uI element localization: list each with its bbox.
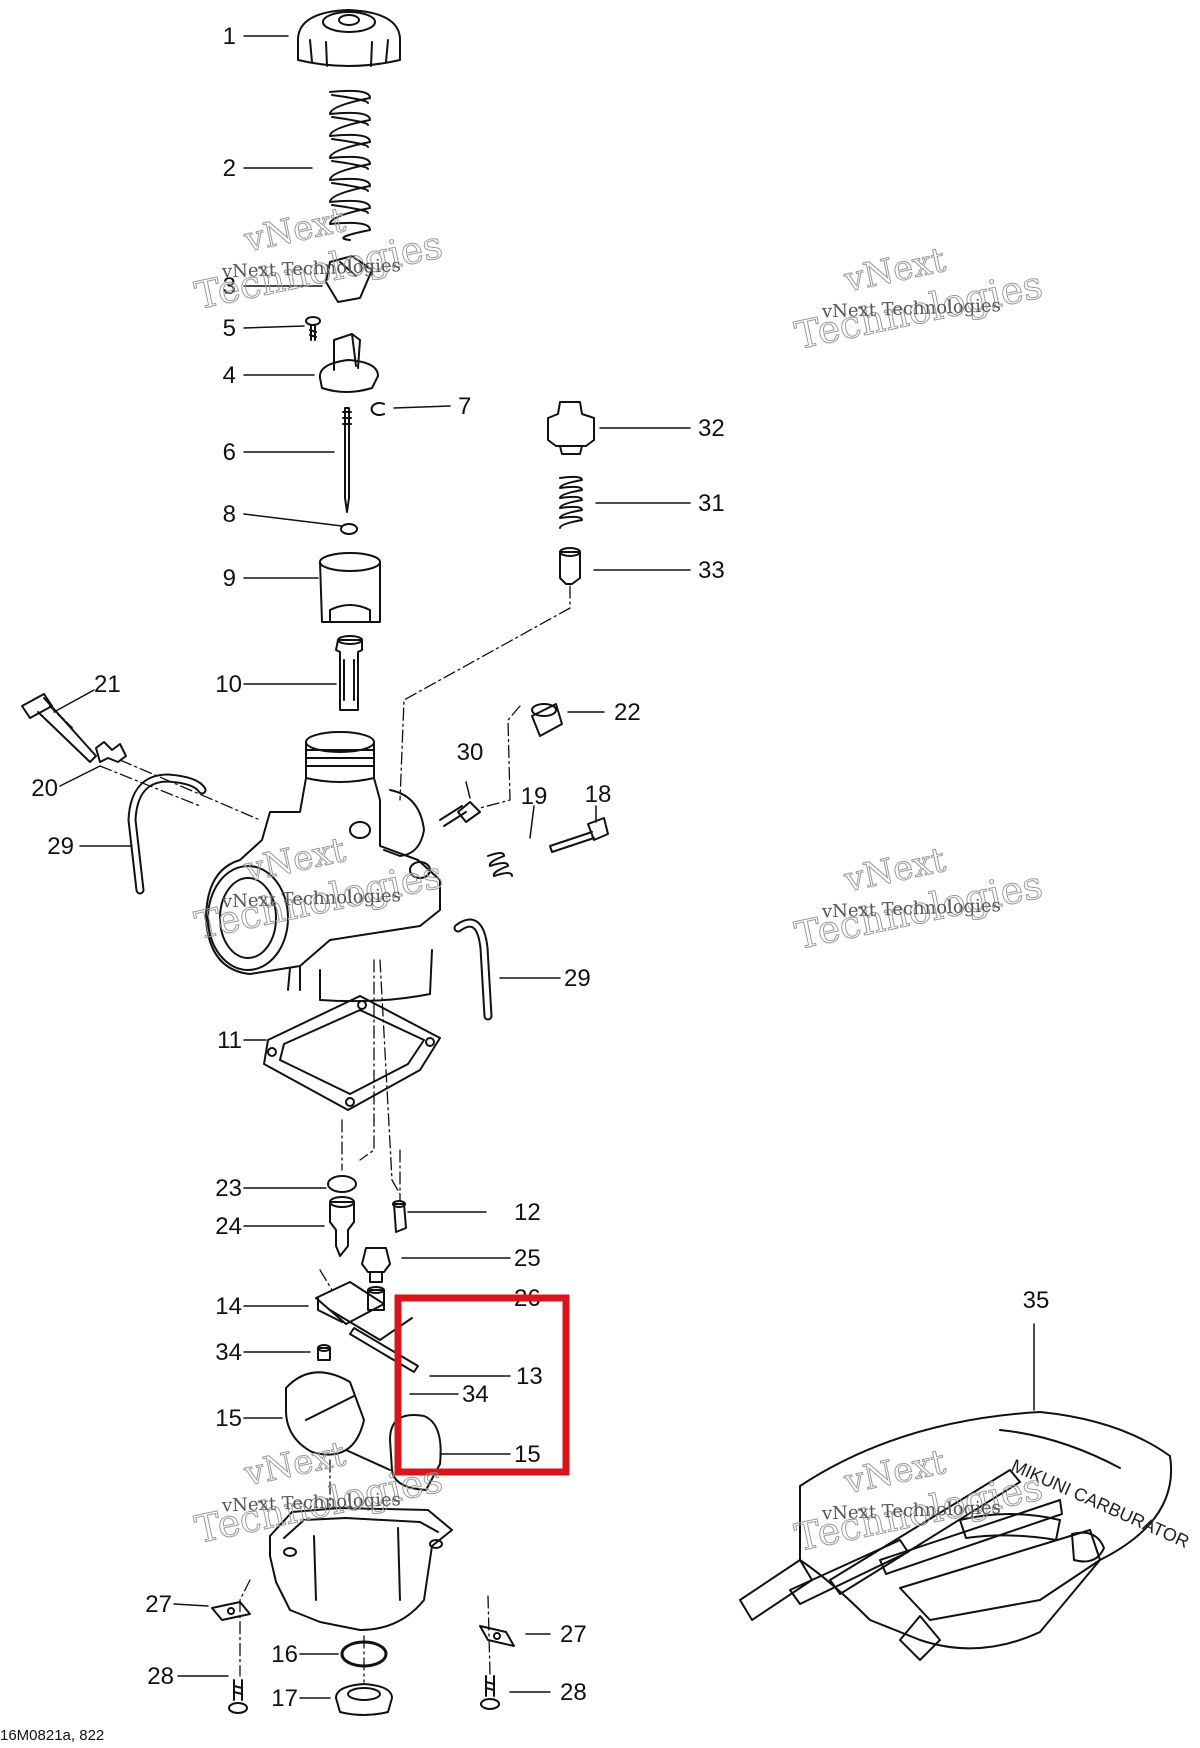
callout-22: 22 bbox=[614, 699, 641, 726]
part-jet-needle bbox=[342, 407, 352, 513]
watermark: vNext Technologies vNext Technologies bbox=[791, 240, 1047, 359]
callout-28-left: 28 bbox=[147, 1663, 174, 1690]
callout-35: 35 bbox=[1023, 1287, 1050, 1314]
part-needle-valve-seat bbox=[329, 1196, 355, 1257]
callout-28-right: 28 bbox=[560, 1679, 587, 1706]
part-cap bbox=[297, 9, 401, 67]
part-air-screw bbox=[21, 693, 97, 763]
part-idle-screw bbox=[439, 801, 481, 827]
callout-8: 8 bbox=[223, 501, 236, 528]
callout-4: 4 bbox=[223, 362, 236, 389]
callout-20: 20 bbox=[31, 775, 58, 802]
part-drain-plug bbox=[335, 1683, 393, 1716]
callout-29-right: 29 bbox=[564, 965, 591, 992]
watermarks: vNext Technologies vNext Technologies vN… bbox=[191, 200, 1047, 1561]
callout-2: 2 bbox=[223, 155, 236, 182]
leader-lines bbox=[53, 35, 1035, 1699]
callout-11: 11 bbox=[217, 1027, 242, 1054]
part-clip-right bbox=[479, 1625, 515, 1647]
callout-14: 14 bbox=[215, 1293, 242, 1320]
callout-7: 7 bbox=[458, 393, 471, 420]
part-air-screw-spring bbox=[95, 741, 127, 763]
part-float-left bbox=[285, 1371, 365, 1456]
part-tool-kit bbox=[739, 1411, 1173, 1661]
part-adjuster-sleeve bbox=[559, 547, 581, 585]
callout-29-left: 29 bbox=[47, 833, 74, 860]
part-adjuster-spring bbox=[559, 475, 583, 529]
figure-reference: 16M0821a, 822 bbox=[0, 1727, 104, 1743]
callout-6: 6 bbox=[223, 439, 236, 466]
callout-17: 17 bbox=[271, 1685, 298, 1712]
part-cap-plug bbox=[531, 703, 563, 737]
callout-34-left: 34 bbox=[215, 1339, 242, 1366]
part-float-bowl-gasket bbox=[263, 995, 441, 1111]
part-clip-left bbox=[211, 1601, 251, 1621]
callout-16: 16 bbox=[271, 1641, 298, 1668]
callout-10: 10 bbox=[215, 671, 242, 698]
callout-15-left: 15 bbox=[215, 1405, 242, 1432]
part-cable-adjuster bbox=[547, 401, 595, 455]
callout-9: 9 bbox=[223, 565, 236, 592]
part-pilot-jet bbox=[392, 1200, 407, 1233]
part-main-jet bbox=[367, 1286, 385, 1311]
callout-23: 23 bbox=[215, 1175, 242, 1202]
part-needle-jet bbox=[335, 635, 363, 711]
callout-18: 18 bbox=[585, 781, 612, 808]
part-spring bbox=[329, 89, 371, 241]
callout-21: 21 bbox=[94, 671, 121, 698]
watermark: vNext Technologies vNext Technologies bbox=[191, 1434, 447, 1553]
part-hose-right bbox=[453, 918, 493, 1021]
callout-27-right: 27 bbox=[560, 1621, 587, 1648]
highlight-box bbox=[394, 1294, 570, 1476]
callout-25: 25 bbox=[514, 1245, 541, 1272]
callout-5: 5 bbox=[223, 315, 236, 342]
part-hose-left bbox=[127, 773, 207, 895]
callout-33: 33 bbox=[698, 557, 725, 584]
callout-27-left: 27 bbox=[145, 1591, 172, 1618]
callout-30: 30 bbox=[457, 739, 484, 766]
part-float-pin-cap bbox=[317, 1344, 331, 1361]
alignment-lines bbox=[99, 585, 571, 1683]
part-pilot-spring bbox=[487, 852, 513, 877]
part-throttle-slide bbox=[319, 552, 381, 623]
callout-3: 3 bbox=[223, 273, 236, 300]
part-needle-holder bbox=[318, 333, 379, 393]
callout-34-right: 34 bbox=[462, 1381, 489, 1408]
callout-24: 24 bbox=[215, 1213, 242, 1240]
watermark: vNext Technologies vNext Technologies bbox=[791, 1442, 1047, 1561]
part-o-ring-small bbox=[327, 1175, 357, 1193]
callout-19: 19 bbox=[521, 783, 548, 810]
callout-15-right: 15 bbox=[514, 1441, 541, 1468]
part-screw-left bbox=[228, 1679, 248, 1714]
part-carburetor-body bbox=[205, 731, 441, 1003]
watermark: vNext Technologies vNext Technologies bbox=[191, 200, 447, 319]
callout-32: 32 bbox=[698, 415, 725, 442]
part-main-jet-holder bbox=[361, 1247, 391, 1283]
watermark: vNext Technologies vNext Technologies bbox=[791, 840, 1047, 959]
callout-1: 1 bbox=[223, 23, 236, 50]
part-screw-right bbox=[480, 1675, 500, 1710]
part-float-pin bbox=[349, 1327, 419, 1373]
callout-31: 31 bbox=[698, 490, 725, 517]
callout-13: 13 bbox=[516, 1363, 543, 1390]
part-pilot-screw bbox=[549, 817, 609, 853]
callout-labels: 1 2 3 5 4 7 6 8 9 10 32 31 33 21 22 20 3… bbox=[31, 23, 1049, 1712]
part-small-screw bbox=[305, 316, 321, 341]
part-retainer-plate bbox=[325, 255, 373, 303]
part-e-clip bbox=[370, 402, 385, 416]
part-washer bbox=[340, 523, 358, 535]
callout-12: 12 bbox=[514, 1199, 541, 1226]
part-float-bowl bbox=[269, 1507, 453, 1631]
